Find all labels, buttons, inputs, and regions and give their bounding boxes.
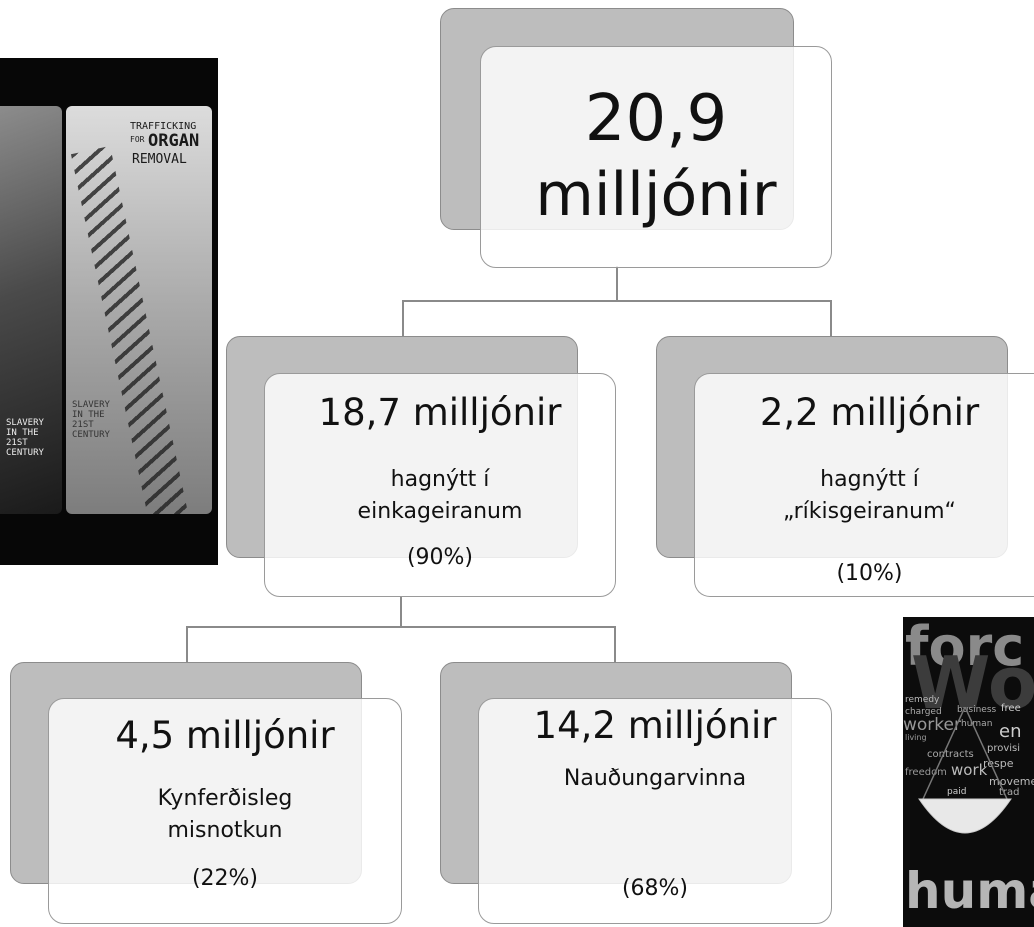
private-node-percent: (90%) (265, 544, 615, 572)
connector-to-sexual (186, 626, 188, 664)
poster-slavery-text-a: SLAVERY IN THE 21ST CENTURY (6, 418, 44, 458)
poster-title-line4: REMOVAL (132, 153, 187, 166)
sexual-node-value: 4,5 milljónir (49, 713, 401, 759)
state-node: 2,2 milljónir hagnýtt í „ríkisgeiranum“ … (694, 373, 1034, 597)
private-node: 18,7 milljónir hagnýtt í einkageiranum (… (264, 373, 616, 597)
organ-trafficking-poster: SLAVERY IN THE 21ST CENTURY TRAFFICKING … (0, 58, 218, 565)
forced-node-value: 14,2 milljónir (479, 703, 831, 749)
connector-top-bar (402, 300, 832, 302)
state-node-value: 2,2 milljónir (705, 390, 1034, 436)
forced-node-desc-1: Nauðungarvinna (479, 765, 831, 793)
private-node-desc-1: hagnýtt í (265, 466, 615, 494)
connector-top-stem (616, 266, 618, 302)
forced-node-percent: (68%) (479, 875, 831, 903)
forced-node: 14,2 milljónir Nauðungarvinna (68%) (478, 698, 832, 924)
poster-slavery-text-b: SLAVERY IN THE 21ST CENTURY (72, 400, 110, 440)
state-node-percent: (10%) (705, 560, 1034, 588)
connector-bottom-bar (186, 626, 616, 628)
connector-to-state (830, 300, 832, 338)
connector-to-private (402, 300, 404, 338)
human-rights-wordcloud: forc Wo remedy free charged business wor… (903, 617, 1034, 927)
top-node-value: 20,9 (481, 83, 831, 155)
top-node-unit: milljónir (481, 159, 831, 231)
poster-title-line2: FOR (130, 136, 144, 144)
poster-title-line3: ORGAN (148, 133, 199, 150)
top-node: 20,9 milljónir (480, 46, 832, 268)
connector-to-forced (614, 626, 616, 664)
sexual-node-percent: (22%) (49, 865, 401, 893)
stitches-graphic (71, 146, 189, 514)
poster-stitch-panel: TRAFFICKING FOR ORGAN REMOVAL SLAVERY IN… (66, 106, 212, 514)
state-node-desc-1: hagnýtt í (705, 466, 1034, 494)
poster-face-panel: SLAVERY IN THE 21ST CENTURY (0, 106, 62, 514)
scale-icon (911, 707, 1021, 847)
wordcloud-word: remedy (905, 695, 939, 705)
private-node-desc-2: einkageiranum (265, 498, 615, 526)
wordcloud-word: huma (905, 863, 1034, 919)
sexual-node-desc-1: Kynferðisleg (49, 785, 401, 813)
private-node-value: 18,7 milljónir (265, 390, 615, 436)
sexual-node-desc-2: misnotkun (49, 817, 401, 845)
sexual-node: 4,5 milljónir Kynferðisleg misnotkun (22… (48, 698, 402, 924)
state-node-desc-2: „ríkisgeiranum“ (705, 498, 1034, 526)
connector-private-stem (400, 596, 402, 628)
